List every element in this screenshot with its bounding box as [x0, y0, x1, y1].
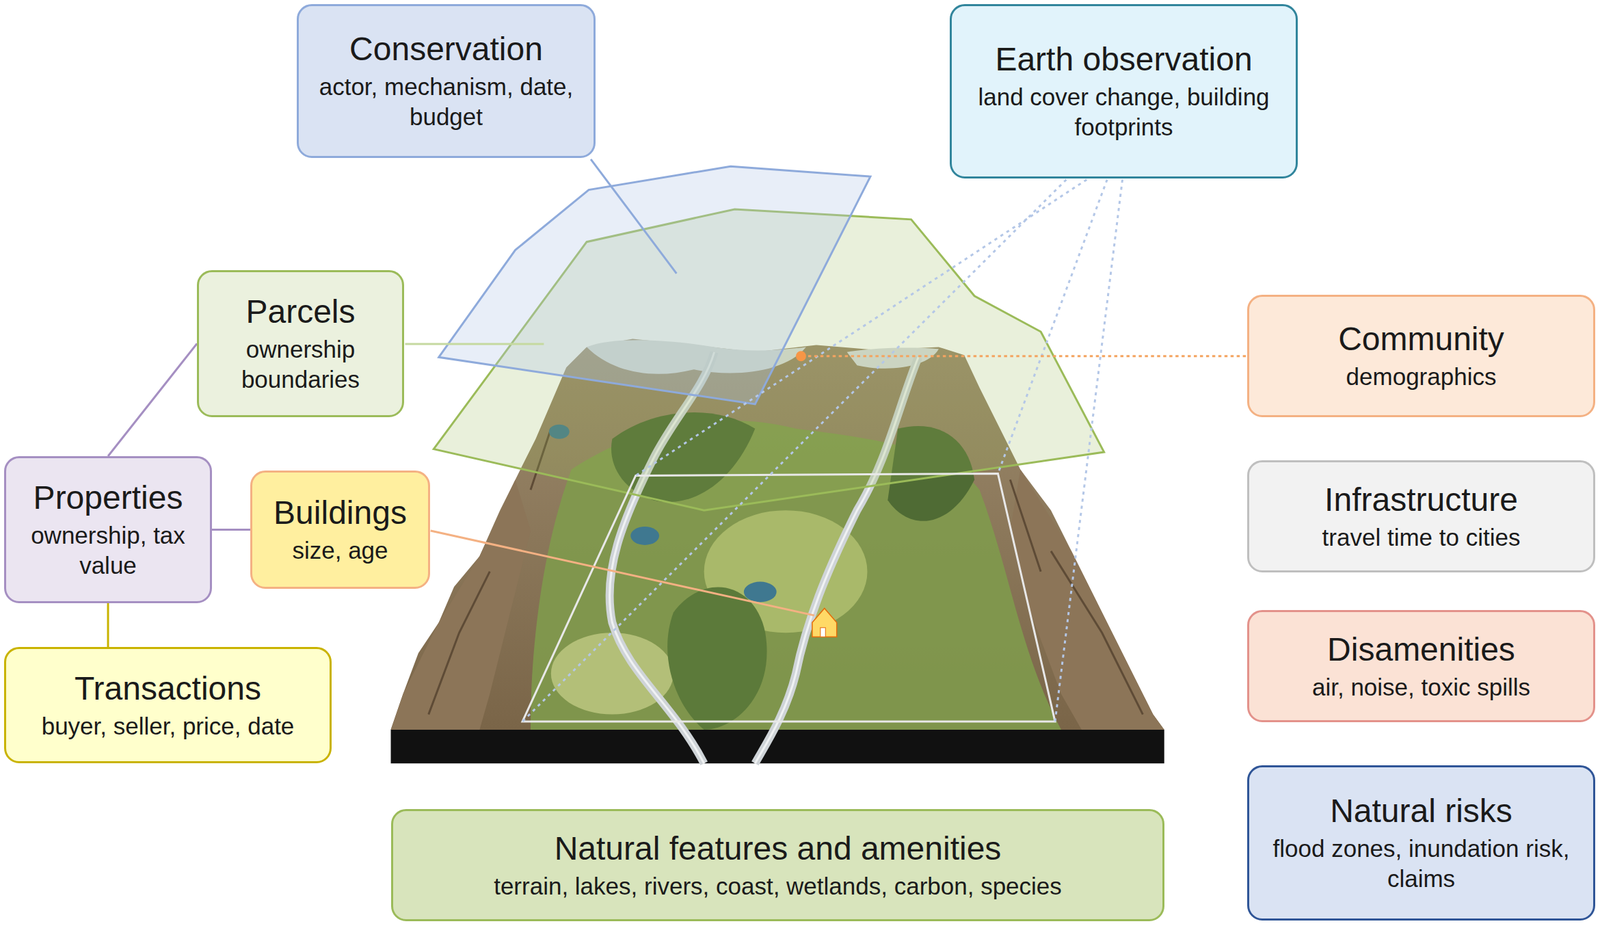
box-heading: Community [1257, 320, 1585, 358]
natural-risks-box: Natural risksflood zones, inundation ris… [1247, 765, 1596, 921]
infrastructure-box: Infrastructuretravel time to cities [1247, 460, 1596, 573]
box-detail: size, age [260, 535, 420, 566]
box-detail: air, noise, toxic spills [1257, 672, 1585, 703]
box-heading: Infrastructure [1257, 480, 1585, 519]
house-door [820, 627, 826, 637]
box-heading: Natural risks [1257, 791, 1585, 830]
community-box: Communitydemographics [1247, 294, 1596, 418]
box-heading: Transactions [14, 669, 322, 708]
terrain-base [391, 729, 1165, 764]
leader-line [404, 342, 544, 345]
buildings-box: Buildingssize, age [250, 470, 431, 589]
box-heading: Natural features and amenities [401, 829, 1155, 868]
box-heading: Earth observation [960, 40, 1288, 78]
transactions-box: Transactionsbuyer, seller, price, date [4, 646, 332, 764]
box-detail: ownership, tax value [14, 520, 202, 581]
observation-ray [635, 179, 1088, 476]
properties-box: Propertiesownership, tax value [4, 456, 212, 604]
observation-rays [522, 179, 1123, 722]
house-icon [812, 607, 837, 637]
box-detail: demographics [1257, 361, 1585, 392]
box-heading: Conservation [307, 30, 586, 68]
community-dot [795, 350, 807, 362]
conservation-layer [438, 166, 871, 405]
box-detail: flood zones, inundation risk, claims [1257, 833, 1585, 894]
box-detail: buyer, seller, price, date [14, 711, 322, 742]
connector-line [107, 603, 110, 647]
conservation-box: Conservationactor, mechanism, date, budg… [296, 4, 596, 158]
disamenities-box: Disamenitiesair, noise, toxic spills [1247, 609, 1596, 723]
observation-footprint [522, 473, 1056, 722]
lake [630, 526, 660, 545]
rock-slope [1009, 469, 1164, 730]
leader-line [590, 159, 677, 274]
lake [743, 581, 777, 603]
parcels-box: Parcelsownership boundaries [196, 270, 405, 418]
box-detail: land cover change, building footprints [960, 82, 1288, 143]
leader-line [430, 530, 815, 616]
box-detail: ownership boundaries [207, 334, 394, 395]
connector-line [108, 343, 197, 457]
terrain-block [391, 159, 1247, 764]
box-detail: actor, mechanism, date, budget [307, 71, 586, 132]
box-detail: travel time to cities [1257, 522, 1585, 553]
leader-line [806, 354, 1246, 357]
box-heading: Properties [14, 478, 202, 517]
box-heading: Parcels [207, 292, 394, 331]
box-detail: terrain, lakes, rivers, coast, wetlands,… [401, 871, 1155, 902]
box-heading: Buildings [260, 493, 420, 532]
observation-ray [1055, 179, 1123, 722]
forest [667, 587, 767, 730]
natural-features-box: Natural features and amenitiesterrain, l… [391, 808, 1165, 922]
box-heading: Disamenities [1257, 630, 1585, 669]
earth-observation-box: Earth observation land cover change, buil… [949, 4, 1298, 179]
observation-ray [522, 179, 1066, 722]
connector-line [211, 528, 251, 531]
